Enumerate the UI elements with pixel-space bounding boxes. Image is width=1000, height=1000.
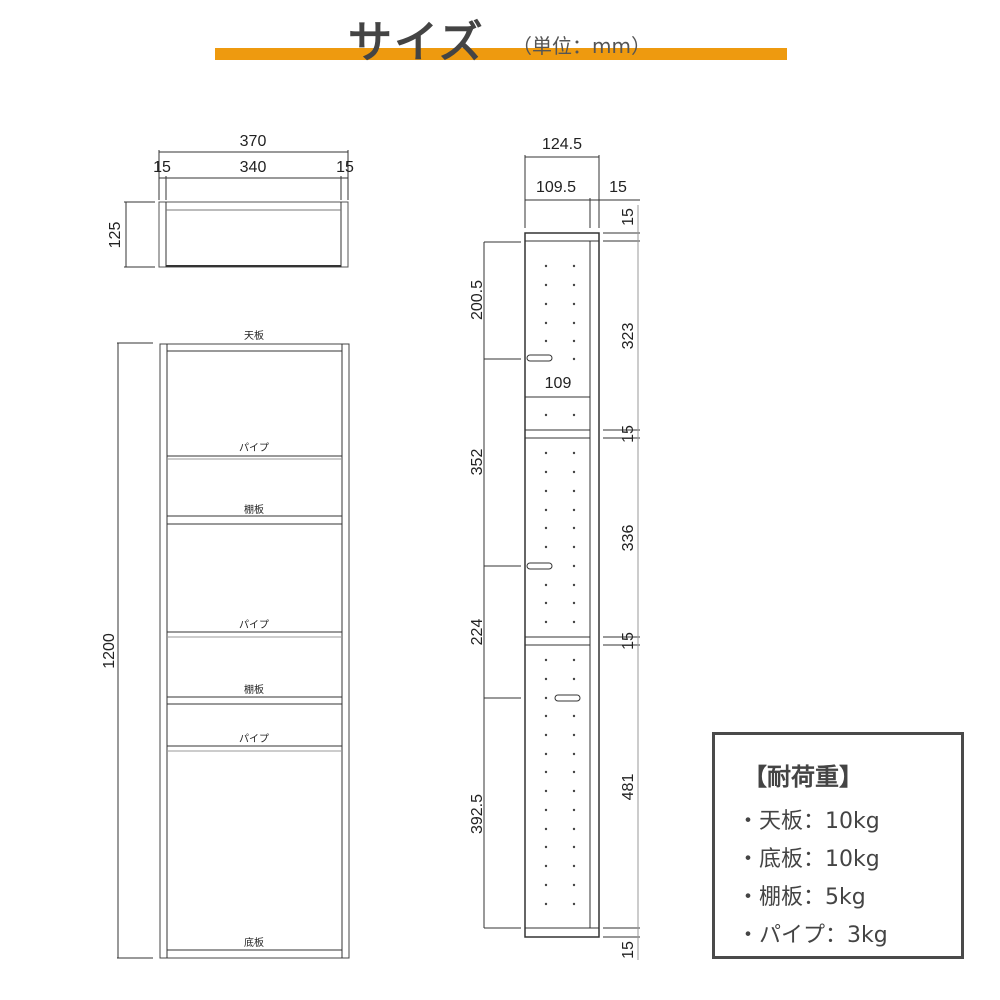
label-top-board: 天板 <box>244 329 264 342</box>
load-capacity-title: 【耐荷重】 <box>743 763 863 791</box>
dim-inner-width: 340 <box>240 159 267 176</box>
dim-pipe-offset-1: 200.5 <box>469 280 486 320</box>
page-title: サイズ <box>348 17 485 68</box>
dim-depth: 125 <box>107 222 124 249</box>
load-item-pipe: ・パイプ：3kg <box>737 923 888 948</box>
dim-right-side: 15 <box>336 159 354 176</box>
dim-section-2: 336 <box>620 525 637 552</box>
peg-holes <box>544 264 576 906</box>
dim-shelf-2-thickness: 15 <box>620 632 637 650</box>
dim-left-side: 15 <box>153 159 171 176</box>
dim-depth-total: 124.5 <box>542 136 582 153</box>
dim-pipe-offset-4: 392.5 <box>469 794 486 834</box>
dim-pipe-depth: 109 <box>545 375 572 392</box>
top-view <box>124 150 349 268</box>
label-bottom-board: 底板 <box>244 936 264 949</box>
dim-depth-inner: 109.5 <box>536 179 576 196</box>
load-item-top-board: ・天板：10kg <box>737 809 880 834</box>
load-item-shelf: ・棚板：5kg <box>737 885 866 910</box>
title-underline-bar <box>215 48 787 60</box>
dim-width-total: 370 <box>240 133 267 150</box>
front-view <box>117 342 350 959</box>
dim-height-total: 1200 <box>101 633 118 669</box>
unit-label: （単位：mm） <box>512 34 651 58</box>
dim-shelf-1-thickness: 15 <box>620 425 637 443</box>
label-shelf-2: 棚板 <box>244 683 264 696</box>
dim-section-1: 323 <box>620 323 637 350</box>
label-pipe-1: パイプ <box>239 442 269 454</box>
dim-bottom-thickness: 15 <box>620 941 637 959</box>
dim-back-thickness: 15 <box>609 179 627 196</box>
side-view <box>483 155 640 960</box>
label-pipe-3: パイプ <box>239 733 269 745</box>
load-capacity-box: 【耐荷重】 ・天板：10kg ・底板：10kg ・棚板：5kg ・パイプ：3kg <box>712 732 964 959</box>
label-shelf-1: 棚板 <box>244 503 264 516</box>
dim-top-thickness: 15 <box>620 208 637 226</box>
dim-pipe-offset-2: 352 <box>469 449 486 476</box>
dim-section-3: 481 <box>620 774 637 801</box>
load-item-bottom-board: ・底板：10kg <box>737 847 880 872</box>
label-pipe-2: パイプ <box>239 619 269 631</box>
dim-pipe-offset-3: 224 <box>469 619 486 646</box>
